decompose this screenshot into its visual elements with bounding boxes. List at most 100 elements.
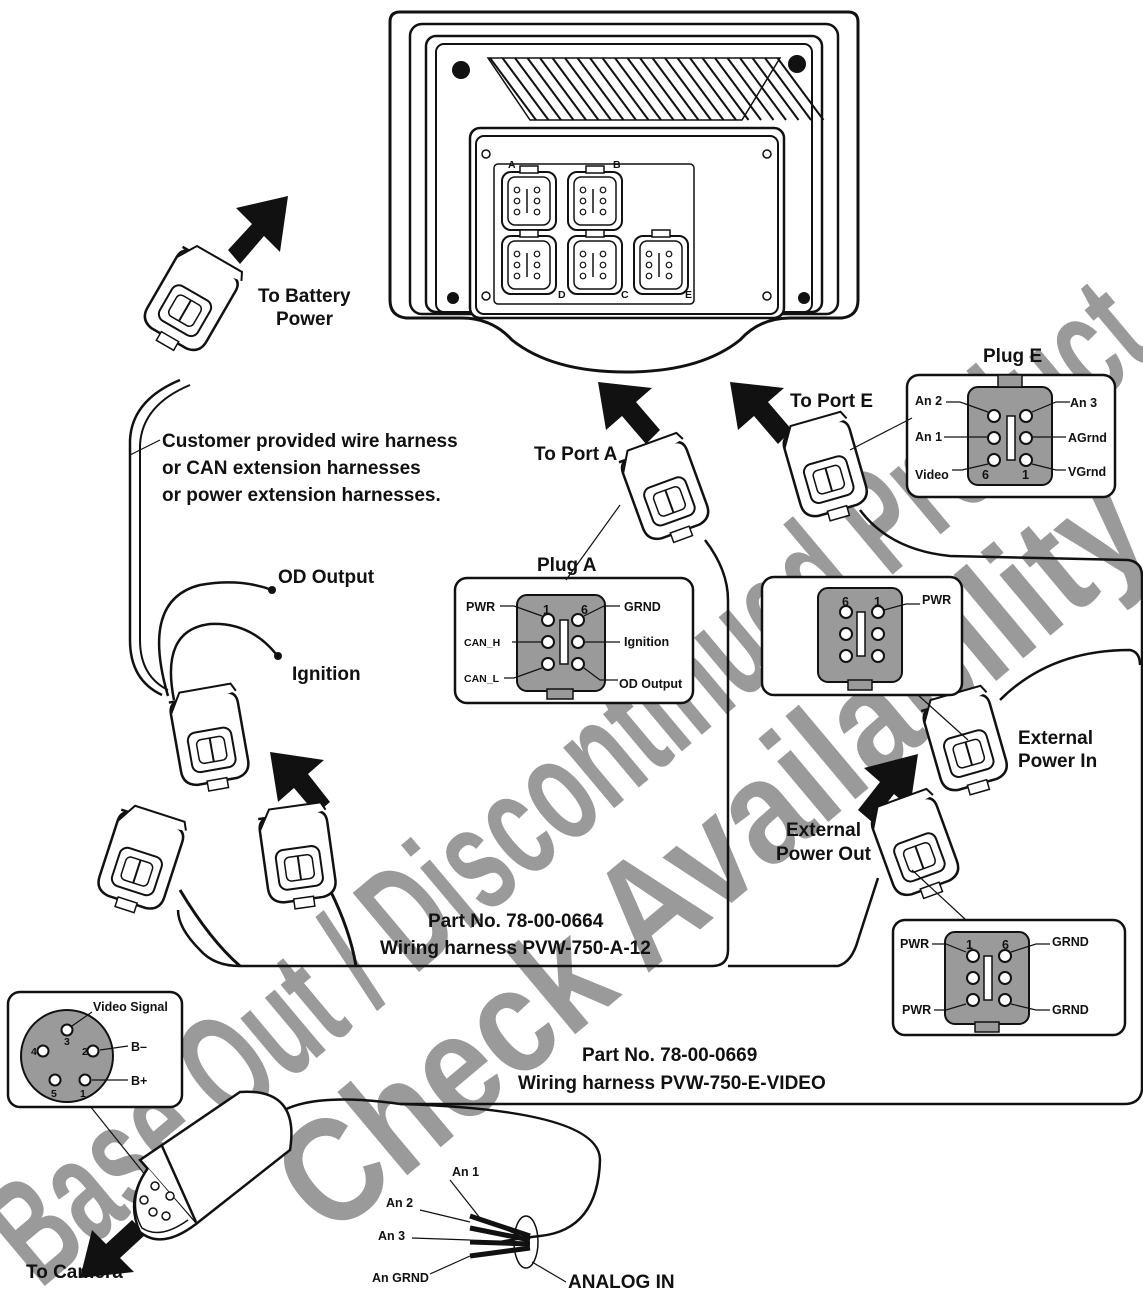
vent-slat	[739, 57, 787, 121]
ext-power-in-plug	[760, 575, 969, 741]
arrow-to-harness-a	[270, 752, 330, 814]
arrow-to-battery	[228, 196, 288, 264]
ext-power-out-plug	[891, 869, 1127, 1037]
od-output-lead	[157, 581, 273, 697]
vent-slat	[514, 57, 562, 121]
plug-e-left-1: An 1	[915, 430, 942, 444]
camera-plug-title: Video Signal	[93, 1000, 168, 1014]
camera-plug	[6, 990, 184, 1177]
vent-slat	[601, 57, 650, 121]
port-label-d: D	[558, 289, 566, 301]
vent-slat	[776, 57, 825, 121]
ignition-label: Ignition	[292, 664, 361, 685]
display-port	[501, 229, 557, 295]
display-port	[567, 229, 623, 295]
plug-a-right-1: Ignition	[624, 635, 669, 649]
to-port-e-label: To Port E	[790, 391, 873, 412]
harness-a-outline	[176, 539, 730, 968]
to-battery-line-2: Power	[276, 309, 334, 330]
plug-a-pin-1: 1	[543, 603, 550, 617]
vent-frame	[486, 57, 782, 121]
vent-slat	[714, 57, 762, 121]
vent-slat	[751, 57, 800, 121]
od-output-label: OD Output	[278, 567, 375, 588]
port-label-e: E	[685, 289, 692, 301]
plug-a	[453, 504, 695, 705]
display-port	[633, 229, 689, 295]
customer-wire	[128, 378, 181, 697]
part-a-line-2: Wiring harness PVW-750-A-12	[380, 938, 651, 959]
harness-e-inner	[728, 877, 880, 968]
customer-harness-line-2: or CAN extension harnesses	[162, 458, 421, 479]
plug-e-right-0: An 3	[1070, 396, 1097, 410]
connectors	[97, 244, 1008, 914]
ext-in-pin-1: 1	[874, 595, 881, 609]
plug-a-right-2: OD Output	[619, 677, 683, 691]
vent-slat	[639, 57, 687, 121]
display-unit	[388, 10, 860, 374]
vent-slat	[764, 57, 812, 121]
analog-in-label: ANALOG IN	[568, 1272, 675, 1293]
harness-a-spare-connector	[97, 804, 187, 914]
analog-wires	[411, 1179, 567, 1283]
harness-e-outline	[400, 509, 1143, 1106]
analog-wire-an3: An 3	[378, 1229, 405, 1243]
part-e-line-2: Wiring harness PVW-750-E-VIDEO	[518, 1073, 826, 1094]
ext-out-pin-6: 6	[1002, 938, 1009, 952]
vent-slat	[551, 57, 600, 121]
ext-out-right-1: GRND	[1052, 1003, 1089, 1017]
plug-e-left-2: Video	[915, 468, 949, 482]
ext-power-in-line-2: Power In	[1018, 751, 1097, 772]
to-camera-label: To Camera	[26, 1262, 123, 1283]
ext-out-left-0: PWR	[900, 937, 929, 951]
plug-e-left-0: An 2	[915, 394, 942, 408]
analog-wire-angrnd: An GRND	[372, 1271, 429, 1285]
plug-e-title: Plug E	[983, 346, 1042, 367]
camera-right-0: B–	[131, 1040, 147, 1054]
analog-wire-an1: An 1	[452, 1165, 479, 1179]
ext-in-right: PWR	[922, 593, 951, 607]
arrows	[80, 196, 918, 1278]
port-label-c: C	[621, 289, 629, 301]
plug-a-right-0: GRND	[624, 600, 661, 614]
camera-right-1: B+	[131, 1074, 147, 1088]
battery-connector	[143, 244, 244, 352]
plug-a-title: Plug A	[537, 555, 597, 576]
vent-slat	[664, 57, 712, 121]
display-vents	[486, 57, 825, 121]
plug-e-right-1: AGrnd	[1068, 431, 1107, 445]
ext-out-pin-1: 1	[966, 938, 973, 952]
plug-e-pin-6: 6	[982, 468, 989, 482]
display-ports	[501, 165, 689, 295]
plug-a-left-1: CAN_H	[464, 637, 500, 649]
camera-pin-2: 2	[82, 1046, 88, 1058]
vent-slat	[689, 57, 737, 121]
display-port	[501, 165, 557, 231]
ext-power-out-connector	[868, 787, 960, 900]
vent-slat	[501, 57, 550, 121]
vent-slat	[651, 57, 700, 121]
vent-slat	[614, 57, 662, 121]
to-battery-line-1: To Battery	[258, 286, 351, 307]
plug-e-right-2: VGrnd	[1068, 465, 1106, 479]
ext-power-in-line-1: External	[1018, 728, 1093, 749]
plug-e-pin-1: 1	[1022, 468, 1029, 482]
arrow-to-camera	[80, 1220, 146, 1278]
arrow-to-port-e	[730, 382, 792, 444]
customer-wire-inner	[139, 384, 191, 691]
analog-wire-an2: An 2	[386, 1196, 413, 1210]
camera	[132, 1090, 293, 1241]
ext-out-left-1: PWR	[902, 1003, 931, 1017]
ext-out-right-0: GRND	[1052, 935, 1089, 949]
camera-pin-4: 4	[31, 1046, 37, 1058]
port-label-b: B	[613, 159, 621, 171]
vent-slat	[489, 57, 537, 121]
part-e-line-1: Part No. 78-00-0669	[582, 1045, 757, 1066]
ext-power-out-line-1: External	[786, 820, 861, 841]
display-port	[567, 165, 623, 231]
vent-slat	[726, 57, 775, 121]
ignition-lead	[169, 622, 277, 701]
plug-a-left-0: PWR	[466, 600, 495, 614]
customer-connector	[168, 682, 250, 792]
